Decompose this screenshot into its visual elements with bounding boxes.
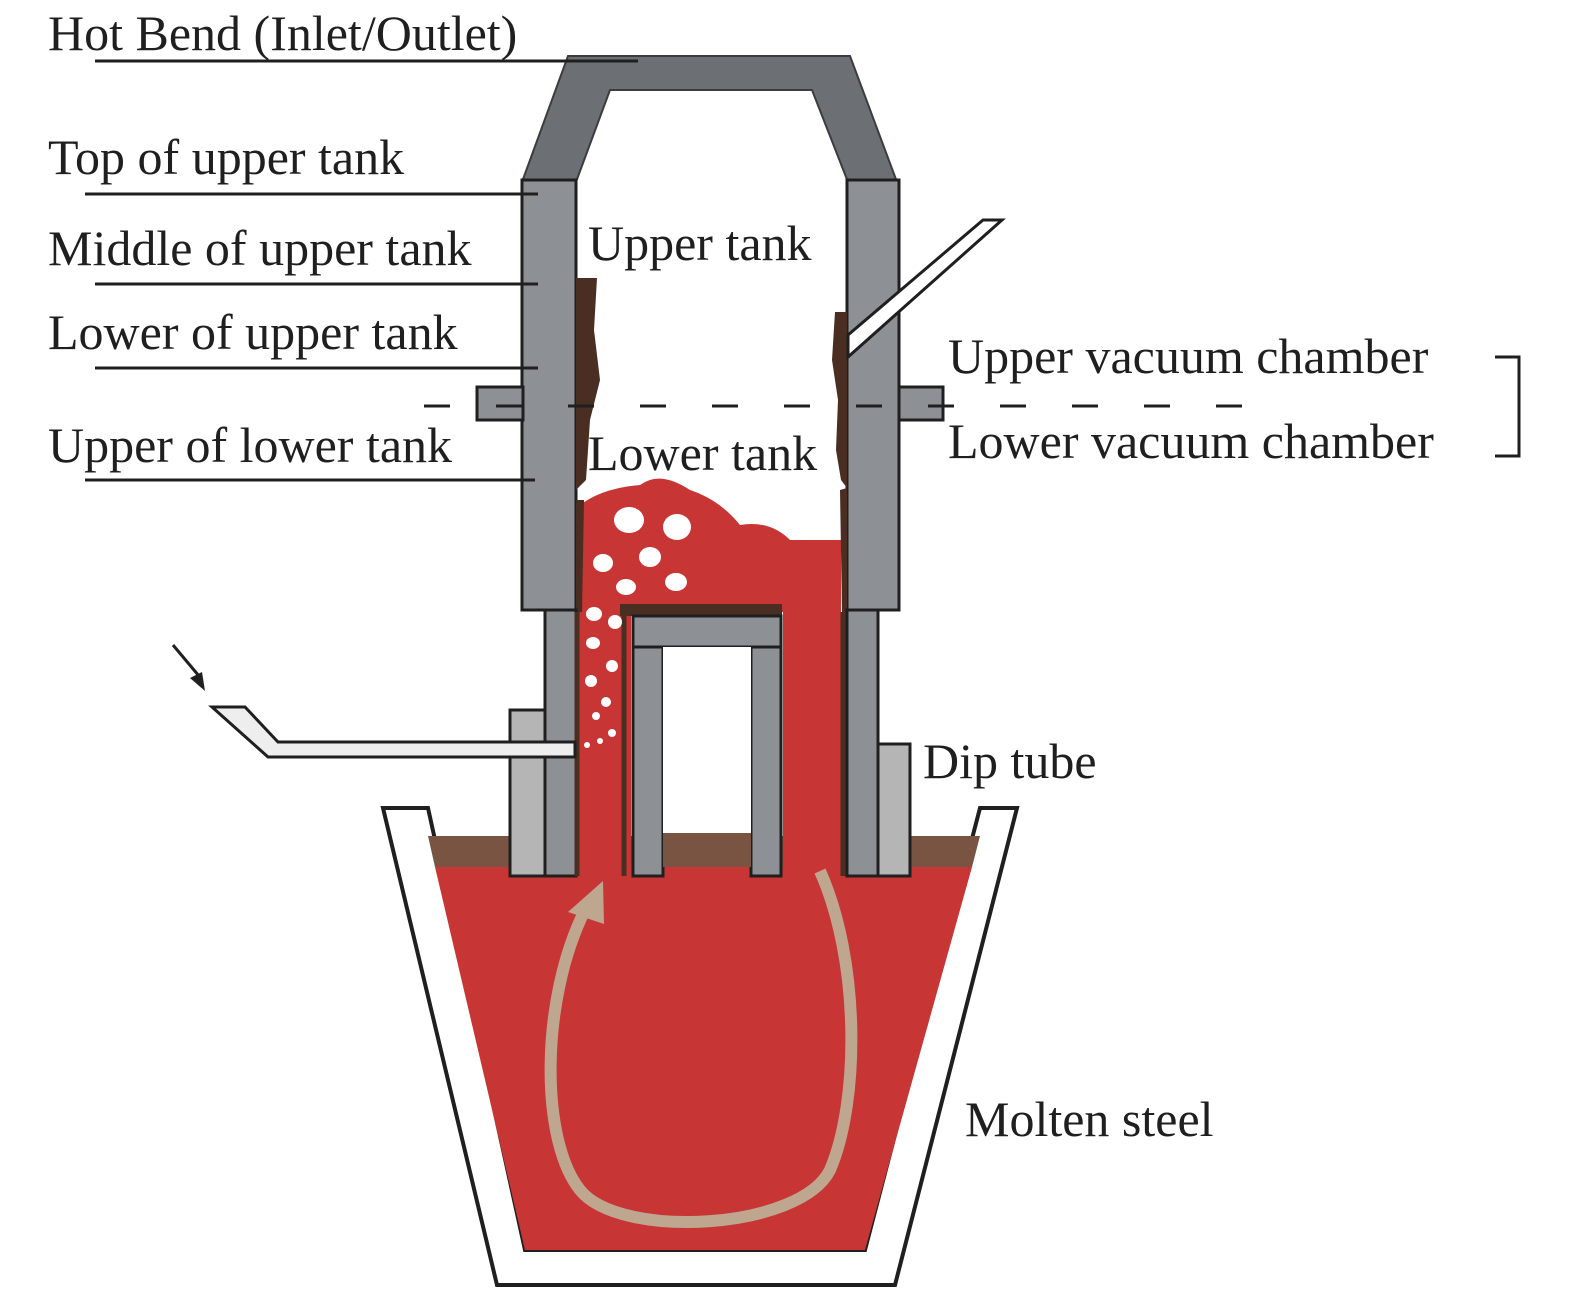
bubble [592, 712, 600, 720]
partition-top [631, 614, 783, 649]
label-molten-steel: Molten steel [965, 1091, 1214, 1147]
label-lower-vacuum-chamber: Lower vacuum chamber [948, 413, 1434, 469]
left-flange [475, 385, 525, 422]
down-snorkel-outer [876, 742, 912, 878]
partition-slag [663, 833, 751, 867]
alloy-chute [846, 218, 1006, 361]
circulation-flow [544, 868, 858, 1228]
label-hot-bend: Hot Bend (Inlet/Outlet) [48, 5, 517, 61]
bubble [586, 607, 602, 621]
partition-left-leg [631, 645, 665, 878]
bubble [639, 547, 661, 567]
partition-right-leg [749, 645, 783, 878]
label-lower-upper-tank: Lower of upper tank [48, 304, 458, 360]
circulation-arrow-head [568, 881, 604, 924]
partition-skull [620, 604, 782, 616]
up-snorkel-outer [508, 708, 547, 878]
bubble [663, 514, 691, 540]
label-middle-upper-tank: Middle of upper tank [48, 220, 472, 276]
label-upper-tank: Upper tank [588, 215, 812, 271]
down-snorkel-inner [845, 608, 880, 878]
leader-lines [85, 59, 638, 482]
label-upper-lower-tank: Upper of lower tank [48, 417, 452, 473]
bubble [665, 573, 687, 591]
bubble [601, 697, 611, 707]
bubble [586, 637, 600, 649]
bubble [597, 738, 603, 744]
gas-inlet-arrow-head [190, 672, 205, 691]
argon-bubbles [584, 507, 691, 748]
label-upper-vacuum-chamber: Upper vacuum chamber [948, 328, 1429, 384]
bubble [608, 615, 622, 629]
lift-gas-pipe [208, 705, 577, 759]
left-upper-skull [576, 278, 600, 490]
lift-gas-injection [171, 644, 577, 759]
central-partition [620, 604, 783, 878]
chamber-bracket [1495, 355, 1521, 458]
right-vessel-wall [845, 178, 901, 612]
splashing-steel [576, 478, 841, 612]
gas-inlet-arrow-shaft [171, 644, 201, 677]
right-upper-skull [832, 312, 847, 488]
right-lower-skull [840, 488, 847, 612]
vessel-walls [475, 178, 945, 612]
bubble [585, 675, 597, 687]
bubble [614, 507, 644, 533]
label-dip-tube: Dip tube [923, 733, 1097, 789]
circulation-arrow-path [544, 868, 858, 1228]
ladle [380, 806, 1020, 1287]
right-flange [897, 385, 945, 422]
bubble [606, 660, 618, 672]
bubble [584, 742, 590, 748]
left-lower-skull [576, 500, 584, 612]
steel-in-vessel [576, 478, 841, 876]
partition-opening [663, 647, 751, 833]
label-top-upper-tank: Top of upper tank [48, 129, 404, 185]
left-vessel-wall [520, 178, 578, 612]
bubble [608, 729, 616, 737]
labels: Hot Bend (Inlet/Outlet) Top of upper tan… [48, 5, 1434, 1147]
bubble [593, 554, 613, 572]
bubble [616, 579, 636, 595]
hot-bend [520, 55, 899, 183]
skull-accretions [576, 278, 847, 612]
label-lower-tank: Lower tank [588, 425, 817, 481]
